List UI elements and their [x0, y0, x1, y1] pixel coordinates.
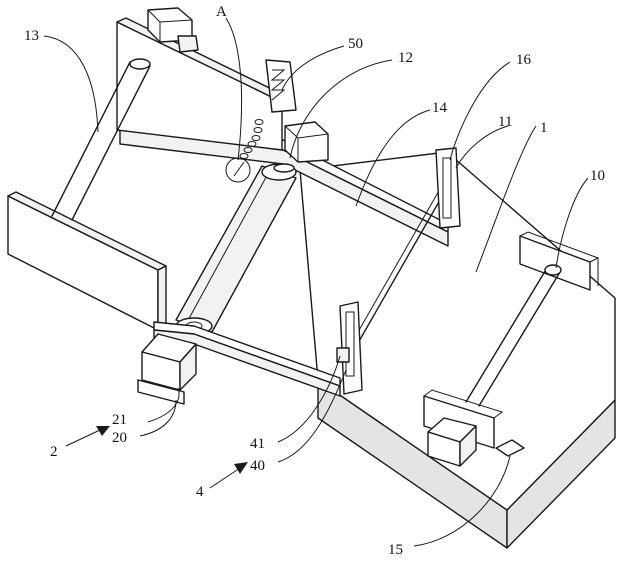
spring-coil [270, 69, 286, 101]
main-roller-shaft-top [273, 163, 295, 173]
right-roller-edge-b [478, 271, 561, 407]
label-50: 50 [348, 36, 363, 52]
leader-21 [147, 387, 180, 423]
spring-coil-a [239, 119, 264, 159]
drive-motor-base [137, 379, 185, 405]
label-1: 1 [540, 120, 548, 136]
spring-bracket-50 [265, 59, 297, 113]
right-roller-upper-block-top [519, 231, 600, 263]
label-10: 10 [590, 168, 605, 184]
spring-bracket-body [265, 59, 297, 113]
main-roller [175, 163, 297, 335]
arrow-2-head [96, 426, 110, 436]
right-roller-lower-block-top [423, 389, 504, 419]
leader-lines [43, 17, 589, 547]
arrow-2 [65, 426, 110, 447]
belt-line-2 [349, 181, 445, 347]
guide-column-16 [435, 147, 461, 229]
leader-13 [43, 35, 99, 133]
leader-50 [281, 45, 345, 91]
leader-11 [455, 125, 509, 169]
sensor-15 [495, 439, 525, 457]
leader-16 [449, 61, 511, 161]
guide-column-16-face [435, 147, 461, 229]
label-21: 21 [112, 412, 127, 428]
guide-column-16-slot [442, 157, 452, 219]
leader-a [225, 17, 243, 161]
label-16: 16 [516, 52, 532, 68]
guide-slider-41 [336, 347, 350, 363]
label-11: 11 [498, 114, 512, 130]
front-upright-plate [7, 191, 167, 331]
leader-20 [139, 399, 177, 437]
label-12: 12 [398, 50, 413, 66]
right-roller-upper-block [519, 235, 591, 291]
leader-15 [413, 455, 511, 547]
arrow-4-head [234, 462, 248, 474]
rear-roller-13 [51, 58, 151, 221]
label-15: 15 [388, 542, 403, 558]
front-plate-edge [157, 265, 167, 331]
right-roller-edge-a [465, 267, 548, 403]
drive-motor-20 [137, 333, 197, 405]
label-40: 40 [250, 458, 265, 474]
main-roller-body [175, 165, 297, 333]
leader-40 [277, 369, 347, 463]
spring-bracket-edge [265, 59, 273, 113]
rear-roller-edge-b [71, 65, 151, 221]
detail-a-mark [233, 161, 245, 177]
arrow-4 [209, 462, 248, 489]
drive-motor-right-side [459, 425, 477, 467]
guide-column-40-slot [345, 311, 355, 377]
drive-motor-side [179, 343, 197, 391]
sensor-15-body [495, 439, 525, 457]
belt-line [353, 185, 449, 351]
rear-upright-plate [116, 17, 291, 151]
leader-14 [355, 109, 431, 207]
label-13: 13 [24, 28, 39, 44]
label-4: 4 [196, 484, 204, 500]
front-plate-face [7, 195, 159, 331]
reference-labels: 13 A 50 12 16 14 11 1 10 21 20 2 41 40 4… [24, 4, 605, 558]
rear-roller-edge-a [51, 61, 131, 217]
motor-block-12 [284, 121, 329, 163]
rear-roller-end [129, 58, 151, 70]
main-roller-shade [185, 169, 271, 325]
right-roller-end [544, 264, 562, 276]
leader-10 [555, 177, 589, 269]
leader-1 [475, 125, 537, 273]
label-20: 20 [112, 430, 127, 446]
drive-motor-right [427, 417, 477, 467]
label-2: 2 [50, 444, 58, 460]
top-mount-foot [177, 35, 199, 53]
label-14: 14 [432, 100, 448, 116]
leader-12 [289, 59, 393, 159]
leader-41 [277, 355, 341, 443]
top-mount-block [147, 7, 199, 53]
motor-block-body [284, 121, 329, 163]
back-rail-side [119, 129, 449, 247]
label-41: 41 [250, 436, 265, 452]
label-a: A [216, 4, 227, 20]
